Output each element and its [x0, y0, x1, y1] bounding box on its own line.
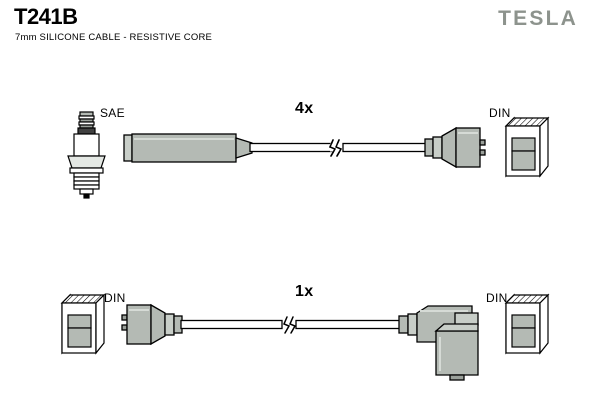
label-sae-top: SAE [100, 106, 125, 120]
page-title: T241B [14, 4, 78, 29]
cable-segment-left-4x [249, 142, 333, 153]
label-din-bottom-left: DIN [104, 291, 126, 305]
quantity-label-4x: 4x [295, 100, 314, 117]
label-din-bottom-right: DIN [486, 291, 508, 305]
cable-segment-left-1x [180, 319, 283, 330]
cable-segment-right-4x [342, 142, 427, 153]
assembly-1x [60, 293, 550, 381]
cable-break-symbol-4x [329, 139, 344, 157]
straight-din-boot-icon-1x [121, 303, 183, 346]
right-angle-din-boot-icon [398, 305, 479, 381]
cable-break-symbol-1x [283, 316, 297, 334]
din-terminal-cap-icon-bottom-right [504, 293, 550, 355]
cable-segment-right-1x [295, 319, 401, 330]
spark-plug-sae-icon [67, 111, 106, 199]
assembly-4x [67, 111, 550, 199]
din-terminal-cap-icon-top [504, 116, 550, 178]
part-description: 7mm SILICONE CABLE - RESISTIVE CORE [15, 32, 213, 43]
label-din-top-right: DIN [489, 106, 511, 120]
brand-logo-tesla: TESLA [498, 7, 578, 30]
din-terminal-cap-icon-bottom-left [60, 293, 106, 355]
straight-din-boot-icon-4x [424, 126, 486, 169]
straight-boot-sae-icon [123, 133, 253, 163]
quantity-label-1x: 1x [295, 283, 314, 300]
